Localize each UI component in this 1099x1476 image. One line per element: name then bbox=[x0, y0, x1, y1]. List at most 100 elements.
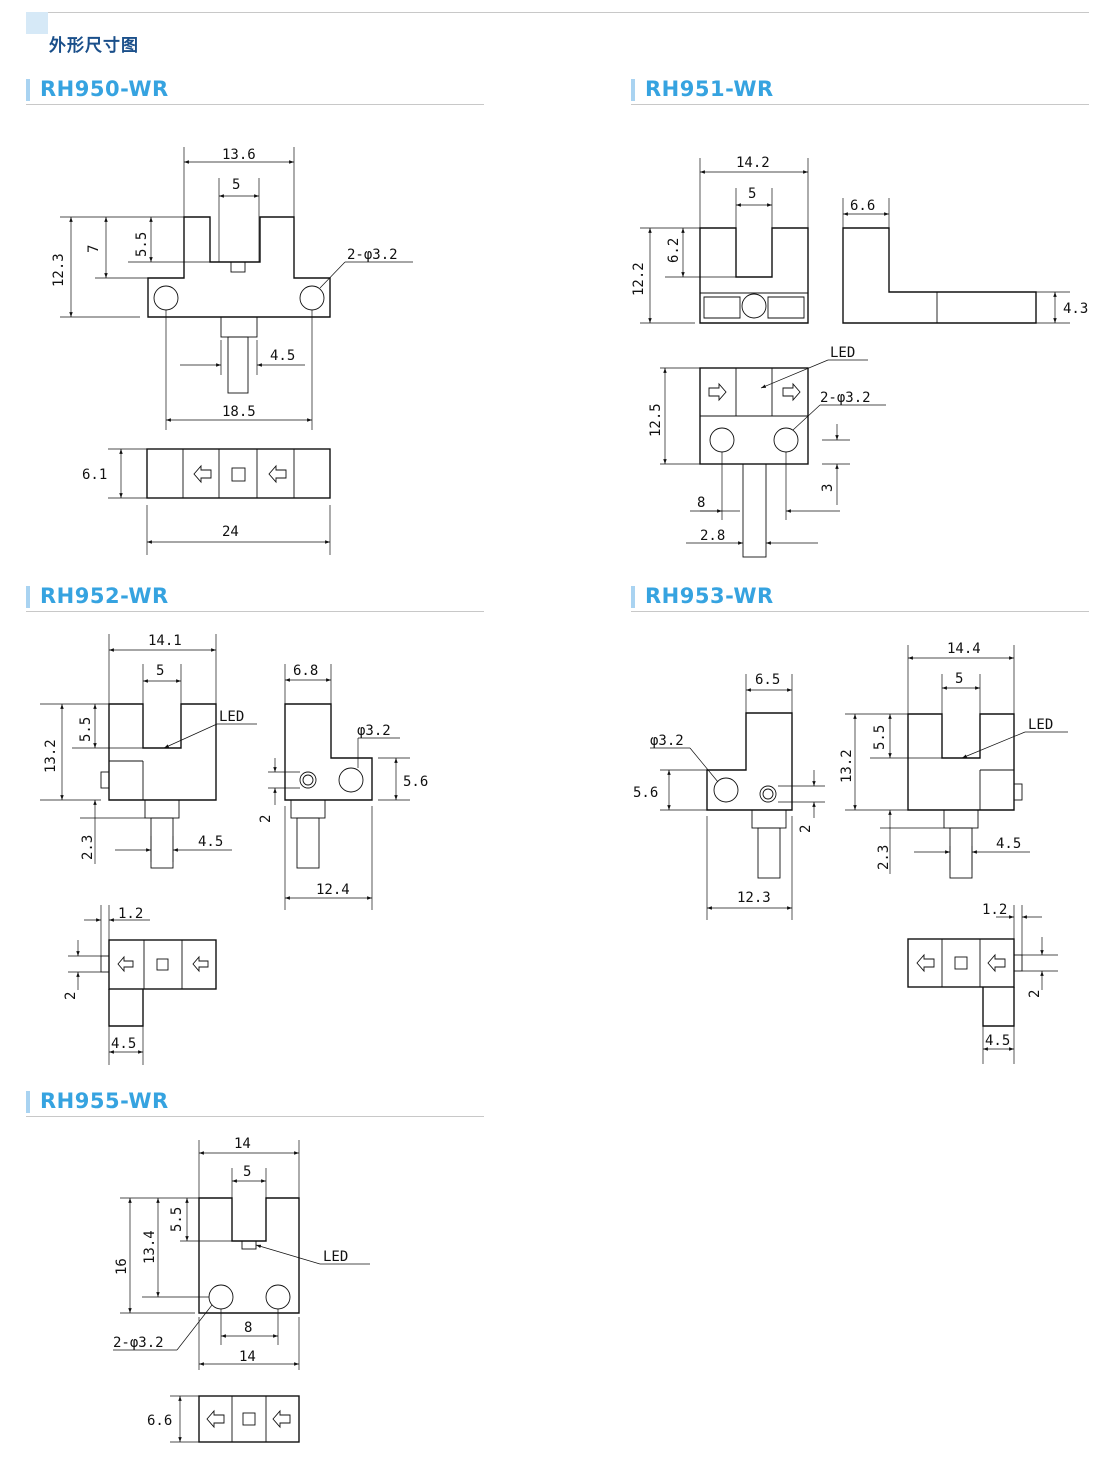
rh952-front-view bbox=[40, 634, 217, 869]
model-name: RH950-WR bbox=[40, 77, 169, 101]
dim-slot: 5 bbox=[243, 1164, 251, 1180]
rh950-front-view bbox=[60, 147, 331, 430]
top-rule bbox=[26, 12, 1089, 13]
model-name: RH953-WR bbox=[645, 584, 774, 608]
dim-width: 13.6 bbox=[222, 147, 256, 163]
dim-led: LED bbox=[219, 709, 244, 725]
dim-body: 12.5 bbox=[648, 403, 664, 437]
led-window-icon bbox=[231, 467, 246, 482]
rh951-front-view bbox=[640, 158, 809, 324]
dim-pin: 4.5 bbox=[198, 834, 223, 850]
dim-side-length: 12.4 bbox=[316, 882, 350, 898]
dim-tab: 1.2 bbox=[982, 902, 1007, 918]
dim-length: 24 bbox=[222, 524, 239, 540]
dim-pitch: 8 bbox=[244, 1320, 252, 1336]
rh953-side-view bbox=[660, 674, 825, 920]
title-marker bbox=[26, 12, 48, 34]
arrow-left-icon bbox=[272, 1409, 291, 1429]
dim-depth: 6.1 bbox=[82, 467, 107, 483]
arrow-right-icon bbox=[708, 382, 727, 402]
model-name: RH951-WR bbox=[645, 77, 774, 101]
rh952-drawing: 14.1 5 13.2 5.5 LED 2.3 4.5 bbox=[40, 633, 428, 1065]
dim-cable: 4.3 bbox=[1063, 301, 1088, 317]
arrow-left-icon bbox=[192, 955, 209, 973]
section-rule bbox=[631, 611, 1089, 612]
section-marker bbox=[26, 79, 30, 101]
rh950-bottom-view bbox=[108, 448, 331, 555]
rh952-side-view bbox=[268, 664, 410, 910]
rh953-bottom-view bbox=[907, 905, 1058, 1064]
dim-hole-height: 5.6 bbox=[633, 785, 658, 801]
dim-bottom-width: 14 bbox=[239, 1349, 256, 1365]
rh951-side-view bbox=[842, 198, 1070, 324]
dim-height: 13.2 bbox=[43, 739, 59, 773]
dim-slot-depth: 5.5 bbox=[872, 725, 888, 750]
dim-width: 14.2 bbox=[736, 155, 770, 171]
dim-pin-gap: 2.3 bbox=[876, 845, 892, 870]
dim-tab: 1.2 bbox=[118, 906, 143, 922]
arrow-left-icon bbox=[117, 955, 134, 973]
dim-pin: 4.5 bbox=[270, 348, 295, 364]
led-window-icon bbox=[954, 956, 968, 970]
rh951-drawing: 14.2 5 12.2 6.2 6.6 4.3 bbox=[631, 155, 1088, 558]
dim-hole-pitch: 18.5 bbox=[222, 404, 256, 420]
dim-side-width: 6.8 bbox=[293, 663, 318, 679]
dim-width: 14.4 bbox=[947, 641, 981, 657]
dim-hole-height: 5.6 bbox=[403, 774, 428, 790]
arrow-left-icon bbox=[916, 953, 935, 973]
dim-pin-gap: 2.3 bbox=[80, 835, 96, 860]
dim-slot-depth: 5.5 bbox=[134, 232, 150, 257]
section-rule bbox=[26, 1116, 484, 1117]
dim-slot: 5 bbox=[232, 177, 240, 193]
dim-depth: 6.6 bbox=[147, 1413, 172, 1429]
dim-tab-height: 2 bbox=[63, 992, 79, 1000]
dim-leg: 4.5 bbox=[111, 1036, 136, 1052]
dim-height: 13.2 bbox=[839, 749, 855, 783]
dim-holes: 2-φ3.2 bbox=[347, 247, 398, 263]
led-window-icon bbox=[242, 1412, 256, 1426]
dim-width: 14.1 bbox=[148, 633, 182, 649]
dim-slot-depth: 5.5 bbox=[78, 717, 94, 742]
dim-tab-height: 2 bbox=[1027, 990, 1043, 998]
section-marker bbox=[631, 79, 635, 101]
dim-hole-height: 13.4 bbox=[142, 1230, 158, 1264]
dim-hole: φ3.2 bbox=[357, 723, 391, 739]
arrow-left-icon bbox=[193, 464, 212, 484]
dim-slot-depth: 6.2 bbox=[666, 238, 682, 263]
section-marker bbox=[26, 586, 30, 608]
dim-led: LED bbox=[323, 1249, 348, 1265]
dim-height: 16 bbox=[114, 1258, 130, 1275]
dim-pin-offset: 2 bbox=[258, 815, 274, 823]
model-name: RH952-WR bbox=[40, 584, 169, 608]
dim-holes: 2-φ3.2 bbox=[113, 1335, 164, 1351]
dim-slot: 5 bbox=[748, 186, 756, 202]
arrow-left-icon bbox=[987, 953, 1006, 973]
led-window-icon bbox=[156, 958, 169, 971]
page-title: 外形尺寸图 bbox=[49, 36, 139, 56]
dim-pin-offset: 2 bbox=[798, 825, 814, 833]
rh953-drawing: 6.5 φ3.2 5.6 2 12.3 14. bbox=[633, 641, 1068, 1064]
dim-slot: 5 bbox=[156, 663, 164, 679]
dim-side-length: 12.3 bbox=[737, 890, 771, 906]
rh955-drawing: 14 5 16 13.4 5.5 LED 2-φ3.2 8 14 6.6 bbox=[113, 1136, 370, 1443]
dim-pin: 4.5 bbox=[996, 836, 1021, 852]
section-marker bbox=[26, 1091, 30, 1113]
section-rule bbox=[631, 104, 1089, 105]
dim-height: 12.3 bbox=[51, 253, 67, 287]
dim-side-width: 6.5 bbox=[755, 672, 780, 688]
section-rule bbox=[26, 104, 484, 105]
rh952-bottom-view bbox=[68, 905, 217, 1065]
arrow-left-icon bbox=[206, 1409, 225, 1429]
rh955-bottom-view bbox=[170, 1395, 300, 1443]
model-name: RH955-WR bbox=[40, 1089, 169, 1113]
dim-led: LED bbox=[830, 345, 855, 361]
dim-led: LED bbox=[1028, 717, 1053, 733]
dim-cable-width: 2.8 bbox=[700, 528, 725, 544]
dim-top: 7 bbox=[86, 245, 102, 253]
arrow-left-icon bbox=[268, 464, 287, 484]
dim-slot: 5 bbox=[955, 671, 963, 687]
dim-hole: φ3.2 bbox=[650, 733, 684, 749]
dim-slot-depth: 5.5 bbox=[169, 1207, 185, 1232]
dim-height: 12.2 bbox=[631, 262, 647, 296]
